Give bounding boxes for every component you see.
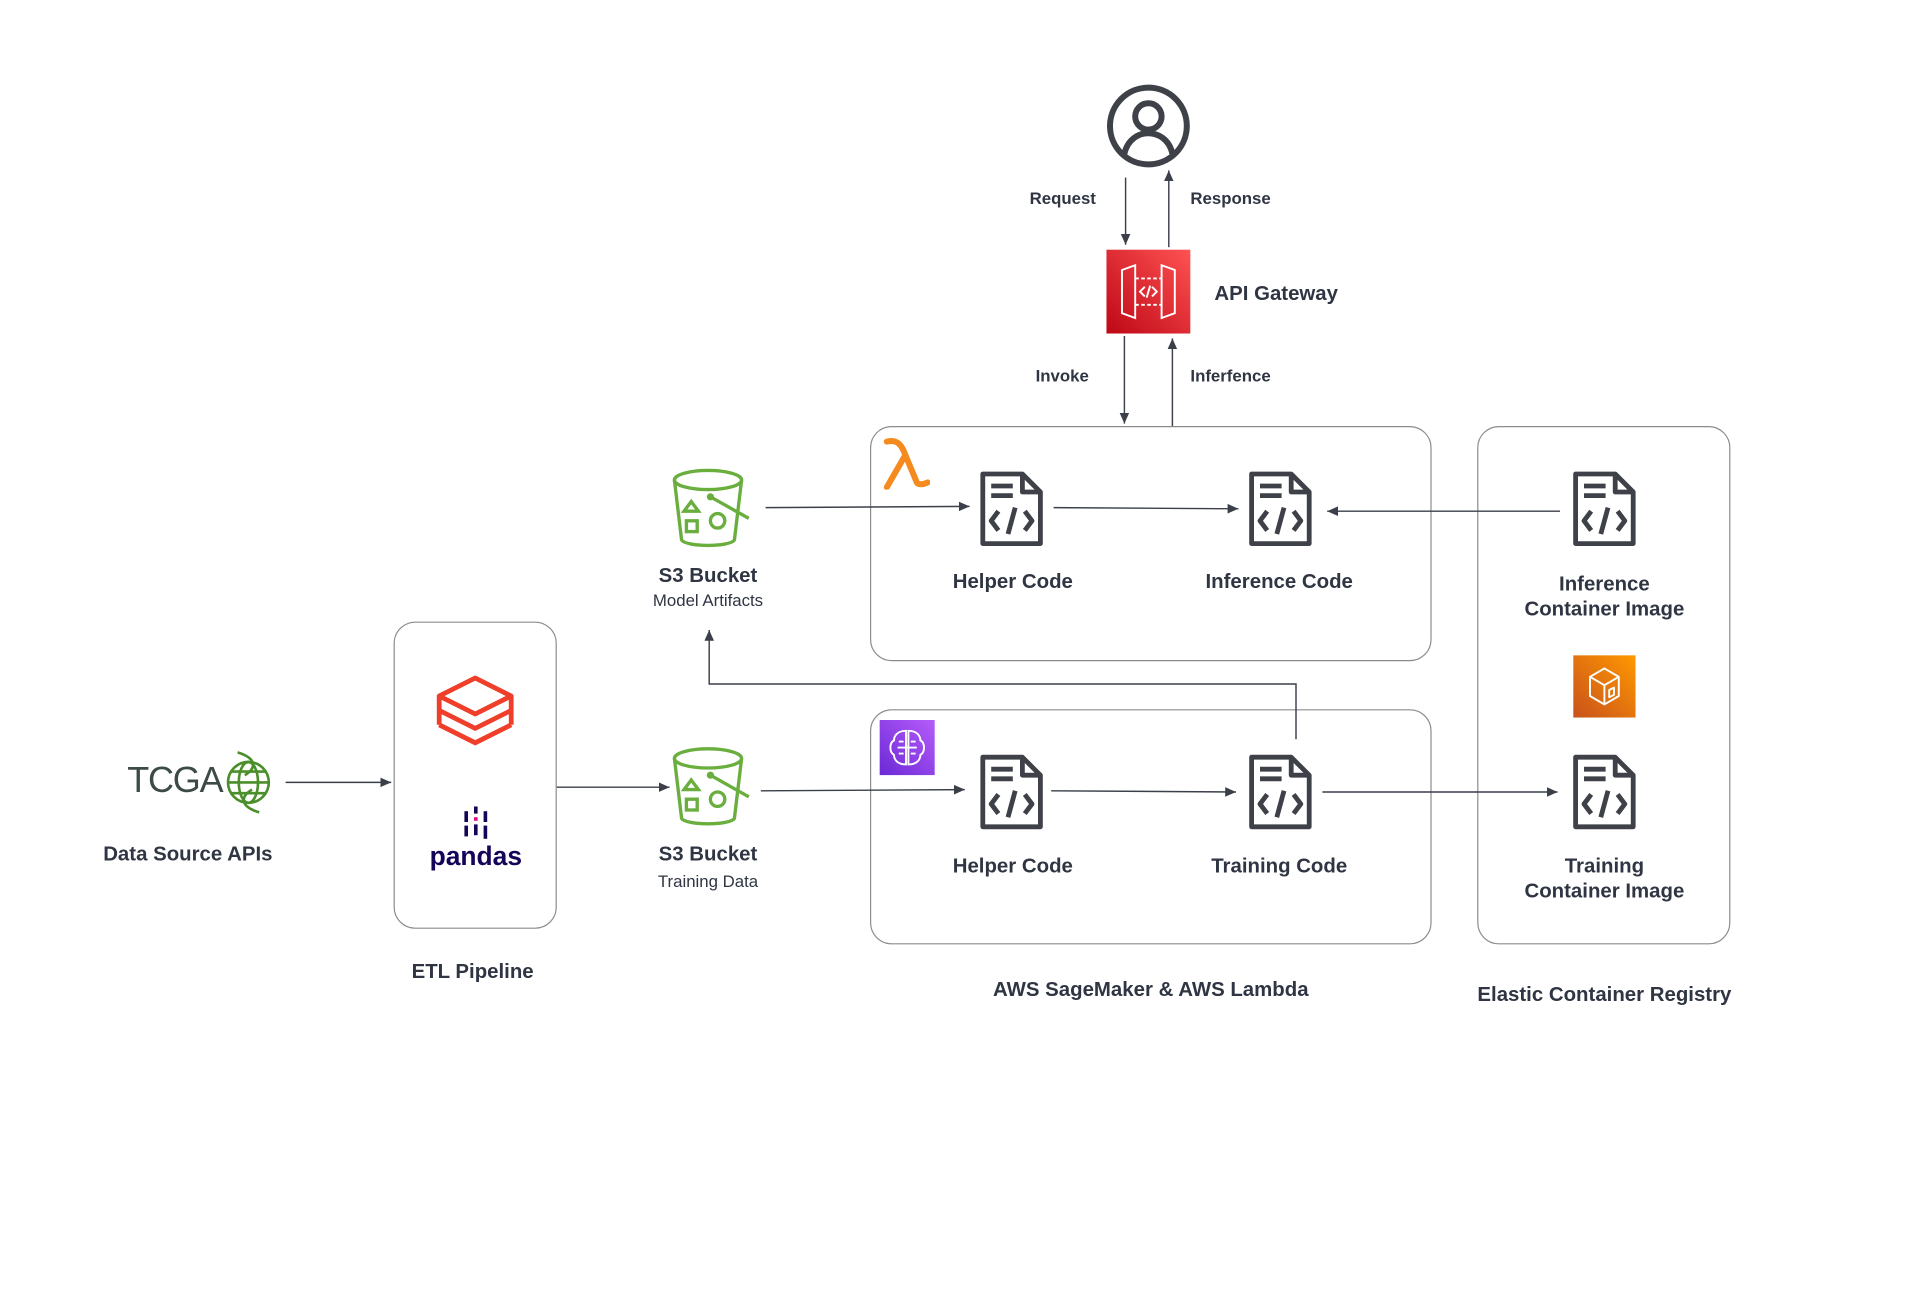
- training-code-label: Training Code: [1211, 854, 1348, 878]
- inference-container-image-icon: [1573, 471, 1636, 547]
- helper-to-inference-arrow: [1053, 503, 1239, 514]
- etl-pipeline-label: ETL Pipeline: [411, 960, 534, 983]
- api-gateway-icon: [1106, 249, 1191, 334]
- lambda-box: [870, 426, 1432, 662]
- training-container-image-icon: [1573, 754, 1636, 830]
- s3-training-to-helper-arrow: [760, 784, 965, 795]
- response-label: Response: [1190, 188, 1271, 208]
- tcga-logo: TCGA: [127, 749, 276, 816]
- globe-icon: [226, 751, 271, 814]
- inference-image-line1: Inference: [1559, 572, 1650, 596]
- s3-model-to-helper-arrow: [765, 501, 970, 512]
- lambda-helper-code-icon: [980, 471, 1043, 547]
- s3-model-title: S3 Bucket: [658, 564, 758, 587]
- ecr-box: [1477, 426, 1731, 945]
- training-to-model-artifacts-arrow: [704, 630, 1297, 740]
- inference-image-line2: Container Image: [1524, 597, 1685, 621]
- databricks-icon: [436, 675, 514, 746]
- invoke-label: Invoke: [1035, 366, 1089, 386]
- inference-code-label: Inference Code: [1205, 570, 1353, 593]
- tcga-logo-text: TCGA: [127, 760, 223, 801]
- training-image-line1: Training: [1564, 854, 1645, 878]
- ecr-icon: [1573, 655, 1636, 718]
- lambda-icon: [883, 438, 931, 490]
- sagemaker-icon: [879, 720, 935, 776]
- etl-pipeline-box: [393, 621, 557, 929]
- pandas-wordmark: pandas: [429, 841, 523, 872]
- sagemaker-box: [870, 709, 1432, 945]
- lambda-helper-code-label: Helper Code: [952, 570, 1073, 593]
- s3-model-artifacts-icon: [672, 468, 750, 548]
- s3-training-subtitle: Training Data: [657, 871, 759, 891]
- ecr-section-label: Elastic Container Registry: [1477, 982, 1732, 1006]
- s3-model-subtitle: Model Artifacts: [652, 590, 764, 610]
- sagemaker-helper-code-label: Helper Code: [952, 854, 1073, 878]
- connector-lines: [285, 170, 1561, 797]
- aws-section-label: AWS SageMaker & AWS Lambda: [993, 978, 1309, 1001]
- helper-to-training-arrow: [1051, 787, 1237, 797]
- s3-training-title: S3 Bucket: [658, 842, 758, 866]
- data-source-label: Data Source APIs: [103, 842, 273, 866]
- inference-code-icon: [1249, 471, 1312, 547]
- user-icon: [1107, 84, 1190, 168]
- inferfence-label: Inferfence: [1190, 366, 1271, 386]
- api-gateway-label: API Gateway: [1214, 282, 1338, 305]
- training-code-icon: [1249, 754, 1312, 830]
- request-label: Request: [1029, 188, 1096, 208]
- training-image-line2: Container Image: [1524, 879, 1685, 903]
- s3-training-data-icon: [672, 747, 750, 826]
- pandas-icon: [464, 806, 488, 839]
- sagemaker-helper-code-icon: [980, 754, 1043, 830]
